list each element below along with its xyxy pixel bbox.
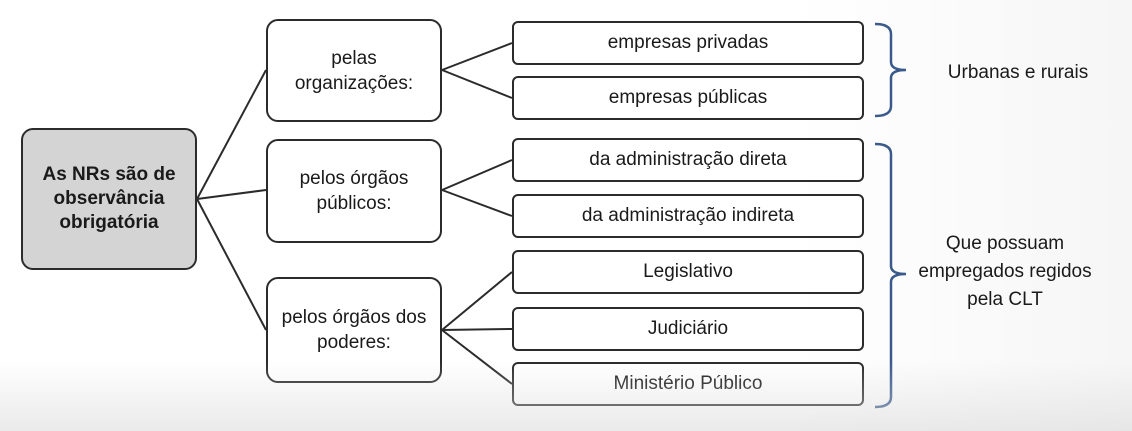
connector-publicos-to-indireta [441, 189, 513, 217]
connector-poderes-to-ministerio [441, 329, 513, 385]
group-node-organizacoes: pelas organizações: [266, 19, 442, 122]
leaf-node-empresas-privadas: empresas privadas [512, 21, 864, 65]
connector-organizacoes-to-publicas [441, 69, 513, 99]
leaf-node-administracao-indireta: da administração indireta [512, 194, 864, 238]
root-node-label: As NRs são de observância obrigatória [42, 164, 176, 233]
leaf-node-ministerio-publico: Ministério Público [512, 362, 864, 406]
connector-organizacoes-to-privadas [441, 42, 513, 71]
group-node-label: pelas organizações: [294, 47, 414, 94]
brace-clt [874, 142, 907, 409]
group-node-label: pelos órgãos públicos: [299, 168, 409, 214]
brace-urbanas-rurais [874, 22, 907, 118]
leaf-node-label: da administração direta [589, 149, 787, 170]
connector-root-to-orgaos-publicos [196, 189, 267, 200]
connector-root-to-orgaos-poderes [196, 198, 267, 331]
leaf-node-administracao-direta: da administração direta [512, 138, 864, 182]
leaf-node-legislativo: Legislativo [512, 250, 864, 294]
note-empregados-clt: Que possuam empregados regidos pela CLT [915, 230, 1095, 314]
leaf-node-judiciario: Judiciário [512, 307, 864, 351]
leaf-node-label: empresas privadas [607, 32, 769, 53]
group-node-orgaos-publicos: pelos órgãos públicos: [266, 139, 442, 243]
leaf-node-label: empresas públicas [608, 87, 768, 108]
group-node-orgaos-poderes: pelos órgãos dos poderes: [266, 277, 442, 383]
connector-publicos-to-direta [441, 159, 513, 191]
connector-poderes-to-legislativo [441, 271, 513, 331]
note-urbanas-rurais: Urbanas e rurais [918, 59, 1118, 87]
leaf-node-label: Legislativo [643, 261, 733, 282]
leaf-node-label: da administração indireta [581, 205, 795, 226]
note-label: Urbanas e rurais [947, 62, 1089, 83]
connector-poderes-to-judiciario [441, 328, 513, 331]
leaf-node-empresas-publicas: empresas públicas [512, 76, 864, 120]
leaf-node-label: Ministério Público [613, 373, 763, 394]
connector-root-to-organizacoes [196, 69, 267, 200]
note-label: Que possuam empregados regidos pela CLT [918, 233, 1092, 310]
leaf-node-label: Judiciário [647, 318, 729, 339]
group-node-label: pelos órgãos dos poderes: [281, 307, 427, 353]
root-node: As NRs são de observância obrigatória [21, 128, 197, 270]
